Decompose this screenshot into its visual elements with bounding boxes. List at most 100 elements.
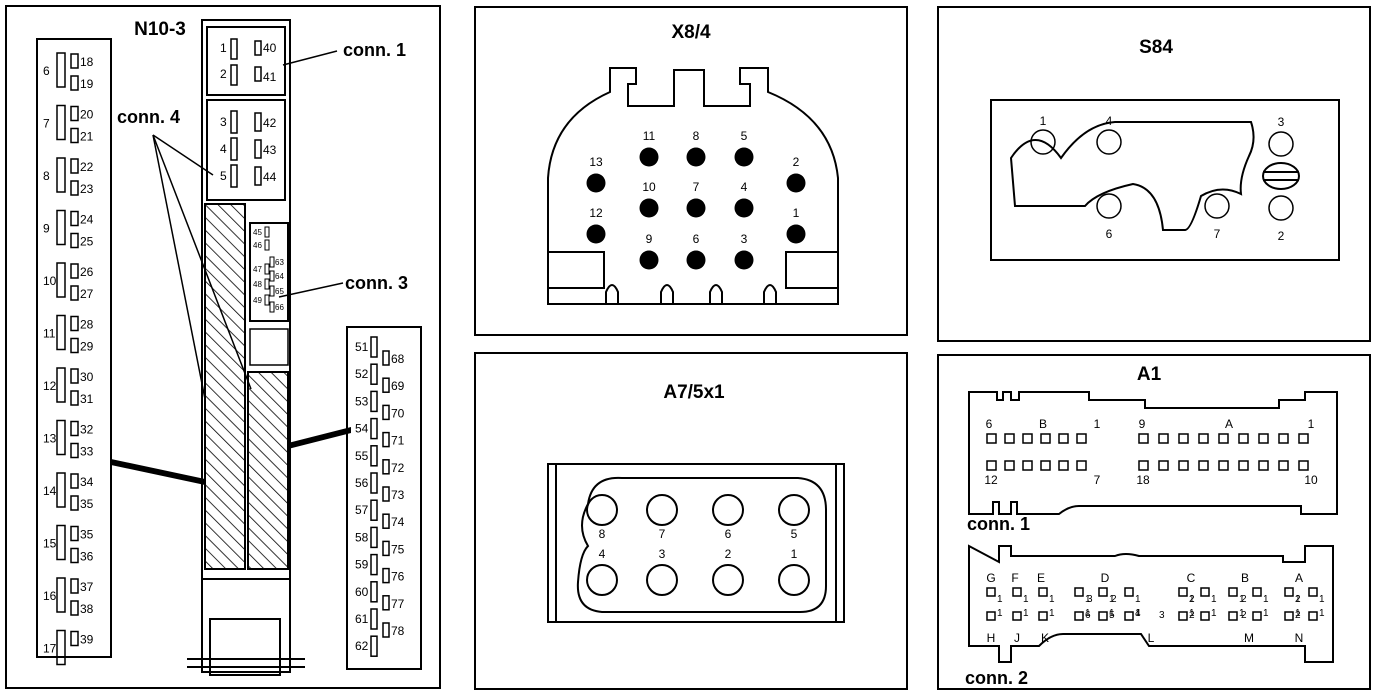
left-strip-pin: 33	[80, 445, 94, 459]
a1-label: 6	[986, 417, 993, 431]
left-strip-pin: 36	[80, 550, 94, 564]
a1-pin	[1298, 433, 1309, 444]
right-strip-pin: 77	[391, 597, 405, 611]
pin-slot-short	[382, 622, 390, 638]
a1-label: G	[986, 571, 995, 585]
pin-slot-long	[56, 577, 66, 613]
left-strip-pin: 28	[80, 318, 94, 332]
a1-pin	[1284, 611, 1294, 621]
x8-4-pin	[686, 198, 706, 218]
pin-slot-long	[370, 608, 378, 630]
a1-pin-digit: 1	[1023, 608, 1029, 619]
a1-label: M	[1244, 631, 1254, 645]
a1-pin-digit: 1	[1239, 594, 1245, 605]
x8-4-pin	[734, 198, 754, 218]
n10-3-title: N10-3	[134, 19, 186, 40]
a1-label: 1	[1094, 417, 1101, 431]
pin-slot-long	[370, 417, 378, 440]
pin-slot	[254, 166, 262, 186]
conn3-leader	[278, 282, 344, 298]
a1-pin	[1124, 611, 1134, 621]
a7-5x1-cavity	[576, 476, 827, 613]
left-strip-pin: 34	[80, 475, 94, 489]
a1-pin	[1098, 587, 1108, 597]
a1-pin	[1218, 433, 1229, 444]
a7-5x1-title: A7/5x1	[663, 382, 725, 403]
conn1-leader	[282, 50, 338, 66]
x8-4-pin	[586, 173, 606, 193]
x8-4-pin-label: 3	[741, 232, 748, 246]
conn3-block	[249, 222, 289, 322]
a1-pin	[1278, 460, 1289, 471]
a7-5x1-pin-label: 1	[791, 547, 798, 561]
left-pin-strip	[36, 38, 112, 658]
pin-slot	[230, 110, 238, 134]
a1-pin	[1022, 433, 1033, 444]
left-strip-pin: 12	[43, 379, 57, 393]
x8-4-pin-label: 13	[589, 155, 603, 169]
a1-pin	[1178, 433, 1189, 444]
s84-pin	[1096, 193, 1122, 219]
pin-slot-short	[382, 540, 390, 557]
a1-pin-digit: 5	[1109, 610, 1115, 621]
s84-title: S84	[1139, 37, 1173, 58]
pin-slot	[230, 38, 238, 60]
a1-pin-digit: 1	[1239, 608, 1245, 619]
pin-slot	[254, 66, 262, 82]
pin-slot-short	[70, 232, 79, 249]
a1-pin-digit: 1	[1211, 594, 1217, 605]
conn3-pin: 63	[275, 258, 284, 267]
s84-pin	[1096, 129, 1122, 155]
conn1-pin: 2	[220, 67, 227, 81]
left-strip-pin: 37	[80, 580, 94, 594]
pin-slot	[269, 256, 275, 268]
pin-slot-short	[70, 473, 79, 489]
x8-4-pin-label: 10	[642, 180, 656, 194]
right-strip-pin: 57	[355, 503, 369, 517]
a1-label: N	[1295, 631, 1304, 645]
module-window	[249, 328, 289, 366]
a1-pin-digit: 2	[1189, 610, 1195, 621]
x8-4-left-tab	[547, 251, 605, 289]
a1-pin-digit: 1	[1295, 594, 1301, 605]
pin-slot-long	[370, 635, 378, 657]
a7-5x1-pin-label: 5	[791, 527, 798, 541]
a1-pin	[1238, 433, 1249, 444]
a1-label: 10	[1304, 473, 1318, 487]
bundle-left	[111, 459, 205, 485]
pin-slot	[254, 112, 262, 132]
pin-slot-long	[370, 499, 378, 521]
a7-5x1-pin-label: 2	[725, 547, 732, 561]
a1-pin	[1004, 460, 1015, 471]
a7-5x1-pin	[778, 564, 810, 596]
pin-slot-short	[70, 210, 79, 227]
a1-pin	[1252, 587, 1262, 597]
left-strip-pin: 19	[80, 77, 94, 91]
conn4-pin: 42	[263, 116, 277, 130]
conn4-pin: 43	[263, 143, 277, 157]
right-strip-pin: 62	[355, 639, 369, 653]
a1-pin	[1074, 587, 1084, 597]
right-strip-pin: 56	[355, 476, 369, 490]
right-strip-pin: 51	[355, 340, 369, 354]
a7-5x1-pin-label: 3	[659, 547, 666, 561]
pin-slot	[264, 294, 270, 306]
pin-slot-long	[56, 629, 66, 666]
a7-5x1-pin	[586, 564, 618, 596]
pin-slot-short	[70, 525, 79, 542]
right-strip-pin: 58	[355, 530, 369, 544]
pin-slot-long	[56, 52, 66, 88]
a1-pin-digit: 1	[1263, 608, 1269, 619]
pin-slot-short	[382, 567, 390, 584]
a1-label: J	[1014, 631, 1020, 645]
right-strip-pin: 59	[355, 558, 369, 572]
left-strip-pin: 24	[80, 213, 94, 227]
a1-pin-digit: 1	[1295, 608, 1301, 619]
s84-pin-label: 6	[1106, 227, 1113, 241]
x8-4-pin	[686, 250, 706, 270]
pin-slot-long	[56, 524, 66, 561]
pin-slot-short	[70, 547, 79, 564]
left-strip-pin: 39	[80, 633, 94, 647]
